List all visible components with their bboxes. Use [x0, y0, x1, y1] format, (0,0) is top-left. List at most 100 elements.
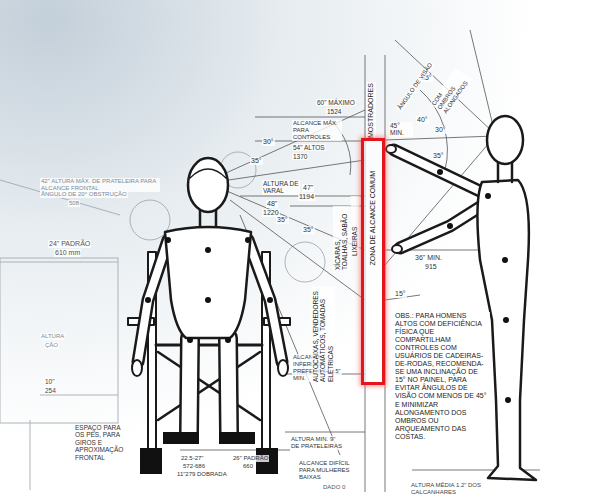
drawing-g	[386, 116, 536, 480]
drawing-line	[470, 30, 495, 134]
drawing-circle	[205, 297, 211, 303]
drawing-polyline	[400, 202, 488, 248]
drawing-polyline	[400, 202, 488, 248]
dimension-label: 30°	[262, 138, 275, 146]
dimension-label: MOSTRADORES	[366, 82, 376, 138]
dimension-label: 26" PADRÃO	[232, 455, 269, 462]
drawing-line	[240, 215, 340, 455]
drawing-circle	[447, 223, 453, 229]
dimension-label: 10"	[44, 378, 56, 385]
drawing-polyline	[248, 240, 282, 362]
drawing-line	[215, 110, 365, 178]
drawing-ellipse	[487, 116, 523, 164]
drawing-line	[285, 432, 365, 433]
dimension-label: 40°	[416, 116, 429, 124]
drawing-ellipse	[132, 360, 142, 376]
drawing-line	[158, 352, 260, 420]
reach-zone-band: ZONA DE ALCANCE COMUM	[361, 138, 385, 385]
dimension-label: 54" ALTOS	[292, 144, 326, 151]
dimension-label: 660	[242, 463, 254, 470]
drawing-line	[40, 395, 118, 396]
dimension-label: OBS.: PARA HOMENS ALTOS COM DEFICIÊNCIA …	[394, 312, 490, 441]
dimension-label: COM OMBROS ALONGADOS	[430, 68, 472, 116]
drawing-path	[165, 227, 251, 338]
dimension-label: ESPAÇO PARA OS PÉS, PARA GIROS E APROXIM…	[74, 424, 128, 461]
dimension-label: 24" PADRÃO	[48, 240, 91, 248]
dimension-label: 36" MIN.	[414, 254, 443, 262]
drawing-circle	[165, 237, 171, 243]
drawing-circle	[485, 193, 491, 199]
drawing-rect	[219, 432, 255, 444]
dimension-label: 610 mm	[54, 249, 81, 257]
dimension-label: ALTURA	[40, 333, 65, 340]
dimension-label: 1194	[298, 193, 315, 201]
dimension-label: ALTURA DE VARAL	[262, 180, 300, 195]
drawing-rect	[0, 258, 118, 423]
drawing-polyline	[394, 150, 488, 195]
dimension-label: 254	[44, 387, 57, 394]
drawing-polyline	[394, 150, 488, 195]
drawing-circle	[205, 247, 211, 253]
drawing-line	[30, 420, 31, 490]
dimension-label: ALTURA MÉDIA 1.2" DOS CALCANHARES	[410, 482, 522, 496]
drawing-ellipse	[278, 360, 288, 376]
drawing-g	[0, 152, 325, 490]
drawing-circle	[285, 242, 325, 282]
dimension-label: XÍCARAS, TOALHAS, SABÃO	[333, 206, 350, 270]
dimension-label: 47"	[302, 184, 314, 192]
drawing-polyline	[138, 240, 168, 362]
drawing-rect	[140, 448, 162, 474]
dimension-label: 572-686	[182, 463, 206, 470]
drawing-line	[158, 352, 260, 420]
drawing-line	[199, 210, 202, 226]
dimension-label: 35°	[276, 216, 289, 224]
dimension-label: 35°	[302, 226, 315, 234]
dimension-label: ALTURA MIN. 9" DE PRATELEIRAS	[290, 436, 346, 450]
dimension-label: 48"	[266, 200, 278, 208]
dimension-label: 508	[68, 200, 80, 207]
drawing-path	[190, 169, 226, 178]
drawing-ellipse	[188, 158, 228, 212]
drawing-circle	[267, 297, 273, 303]
drawing-line	[0, 262, 118, 263]
drawing-polyline	[189, 338, 190, 432]
dimension-label: 45° MIN.	[389, 122, 413, 137]
dimension-label: 42" ALTURA MÁX. DE PRATELEIRA PARA ALCAN…	[40, 178, 160, 192]
dimension-label: AUTOCAIXAS, VENDEDORES AUTOMÁTICOS, TOMA…	[311, 286, 335, 382]
drawing-polyline	[189, 338, 190, 432]
drawing-circle	[187, 337, 193, 343]
dimension-label: 915	[424, 263, 438, 271]
drawing-ellipse	[392, 245, 402, 253]
drawing-polyline	[248, 240, 282, 362]
drawing-line	[395, 40, 495, 134]
zone-label: ZONA DE ALCANCE COMUM	[369, 171, 377, 266]
dimension-label: 15°	[394, 290, 407, 298]
dimension-label: 1370	[292, 153, 308, 160]
dimension-label: DADO 0	[322, 484, 346, 491]
dimension-label: ALCANCE MÁX. PARA CONTROLES	[292, 120, 342, 141]
dimension-label: 35°	[432, 152, 445, 160]
drawing-line	[215, 160, 365, 182]
drawing-ellipse	[386, 145, 396, 153]
dimension-label: ALCANCE DIFÍCIL PARA MULHERES BAIXAS	[298, 460, 364, 481]
drawing-circle	[225, 337, 231, 343]
drawing-circle	[437, 169, 443, 175]
dimension-label: LIXEIRAS	[350, 196, 359, 256]
dimension-label: 35°	[250, 157, 263, 165]
dimension-label: 22.5-27"	[180, 455, 204, 462]
dimension-label: ÂNGULO DE VISÃO	[396, 61, 435, 112]
drawing-line	[215, 210, 218, 226]
drawing-g	[128, 158, 290, 467]
dimension-label: 60" MÁXIMO	[316, 99, 356, 106]
drawing-g	[140, 237, 278, 474]
dimension-label: ÂNGULO DE 20° OBSTRUÇÃO	[40, 191, 128, 198]
dimension-label: ÇÃO	[44, 342, 59, 349]
drawing-circle	[245, 237, 251, 243]
drawing-rect	[163, 432, 199, 444]
drawing-line	[156, 344, 262, 347]
drawing-circle	[503, 317, 509, 323]
drawing-circle	[145, 297, 151, 303]
drawing-circle	[505, 397, 511, 403]
drawing-circle	[502, 257, 508, 263]
